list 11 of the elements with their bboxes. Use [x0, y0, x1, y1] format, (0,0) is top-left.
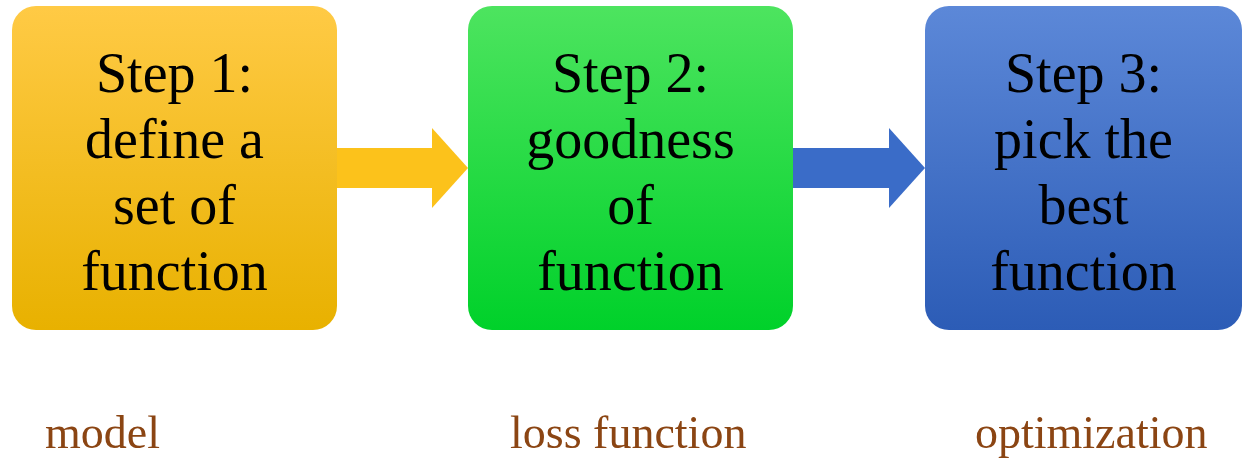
step-box: [468, 6, 793, 330]
step-box: [925, 6, 1242, 330]
block-arrow: [337, 128, 468, 208]
step-caption: model: [45, 406, 160, 459]
block-arrow: [793, 128, 925, 208]
step-text: Step 3: pick the best function: [989, 41, 1178, 304]
step-caption: optimization: [975, 406, 1208, 459]
step-text: Step 2: goodness of function: [525, 41, 736, 304]
step-box: [12, 6, 337, 330]
step-caption: loss function: [510, 406, 747, 459]
step-text: Step 1: define a set of function: [80, 41, 269, 304]
